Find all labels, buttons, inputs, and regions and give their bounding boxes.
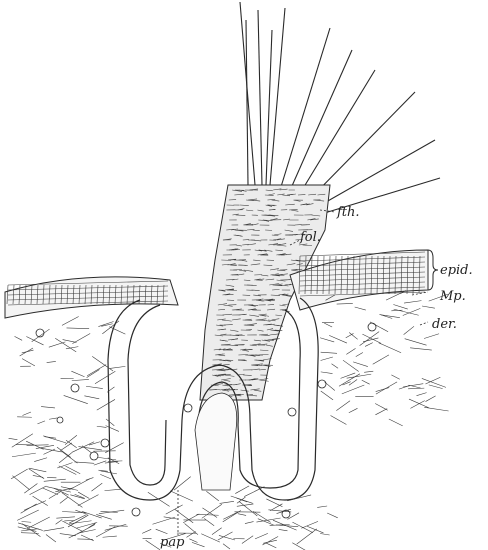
label-malpighian: Mp. [439, 289, 466, 304]
papilla [195, 393, 237, 490]
feather-barbs [240, 2, 440, 215]
epidermis-left [5, 277, 178, 318]
label-dermis: der. [432, 317, 457, 332]
label-follicle: fol. [299, 230, 321, 245]
label-papilla: pap [160, 535, 185, 550]
label-epidermis: epid. [440, 263, 473, 278]
epidermis-brace [428, 250, 438, 290]
label-feather: fth. [336, 205, 360, 220]
